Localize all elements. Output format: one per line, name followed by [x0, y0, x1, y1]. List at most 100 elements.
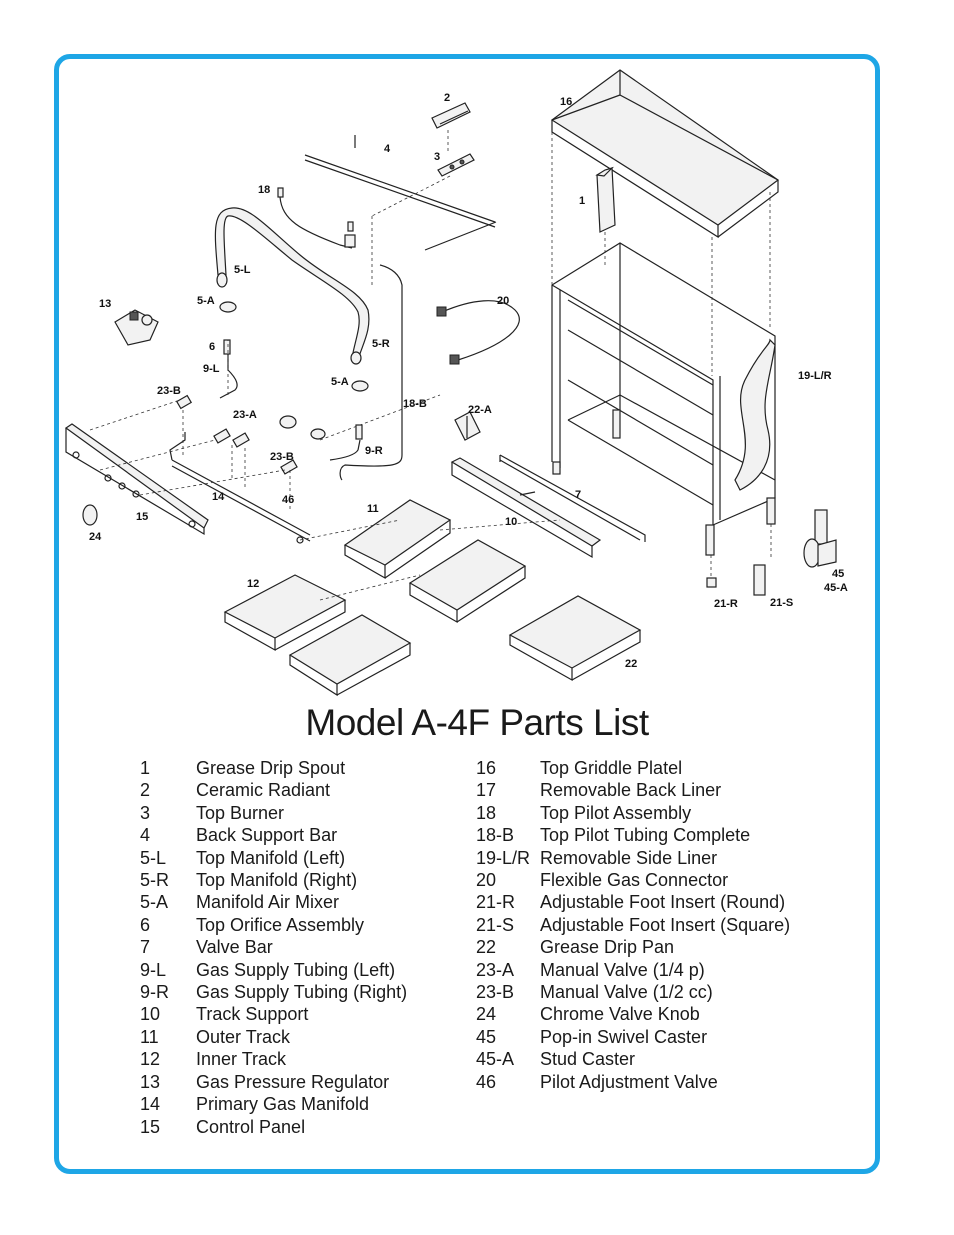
- callout-label: 21-S: [770, 597, 793, 609]
- part-number: 2: [140, 780, 151, 801]
- part-number: 11: [140, 1026, 159, 1047]
- part-number: 3: [140, 802, 151, 823]
- part-description: Top Manifold (Left): [196, 847, 346, 868]
- part-number: 17: [476, 780, 497, 801]
- callout-label: 10: [505, 516, 517, 528]
- exploded-parts-diagram: 2 16 4 3 18 1 5-L 20 13 5-A 5-R 6 9-L 19…: [64, 69, 848, 697]
- callout-label: 14: [212, 491, 225, 503]
- part-description: Manual Valve (1/2 cc): [540, 982, 713, 1003]
- part-number: 45: [476, 1026, 497, 1047]
- part-description: Pop-in Swivel Caster: [540, 1026, 708, 1047]
- callout-label: 24: [89, 531, 102, 543]
- part-number: 9-L: [140, 959, 167, 980]
- part-description: Chrome Valve Knob: [540, 1004, 700, 1025]
- part-number: 18: [476, 802, 497, 823]
- part-number: 21-S: [476, 914, 515, 935]
- callout-label: 15: [136, 511, 148, 523]
- callout-label: 1: [579, 195, 585, 207]
- list-item: 7 Valve Bar: [140, 936, 407, 958]
- list-item: 15 Control Panel: [140, 1116, 407, 1138]
- callout-label: 2: [444, 92, 450, 104]
- part-number: 15: [140, 1116, 161, 1137]
- part-number: 13: [140, 1071, 161, 1092]
- callout-label: 18-B: [403, 398, 427, 410]
- primary-gas-manifold-drawing: [169, 432, 311, 544]
- grease-drip-spout-drawing: [595, 166, 616, 233]
- grease-bracket-drawing: [454, 411, 481, 441]
- callout-label: 7: [575, 489, 581, 501]
- part-description: Manual Valve (1/4 p): [540, 959, 705, 980]
- part-number: 5-L: [140, 847, 167, 868]
- part-description: Manifold Air Mixer: [196, 892, 340, 913]
- part-description: Top Griddle Platel: [540, 758, 683, 778]
- list-item: 2 Ceramic Radiant: [140, 779, 407, 801]
- part-description: Control Panel: [196, 1116, 306, 1137]
- callout-label: 20: [497, 295, 509, 307]
- part-number: 4: [140, 825, 151, 846]
- chrome-valve-knob-drawing: [82, 504, 98, 526]
- part-description: Top Burner: [196, 802, 285, 823]
- valve-bar-drawing: [499, 454, 646, 542]
- part-description: Track Support: [196, 1004, 309, 1025]
- part-number: 9-R: [140, 982, 170, 1003]
- back-support-bar-drawing: [304, 135, 497, 251]
- callout-label: 9-R: [365, 445, 383, 457]
- inner-track-drawing: [223, 574, 412, 697]
- part-number: 24: [476, 1004, 497, 1025]
- list-item: 10 Track Support: [140, 1003, 407, 1025]
- callout-label: 4: [384, 143, 391, 155]
- callout-label: 11: [367, 503, 379, 515]
- list-item: 45 Pop-in Swivel Caster: [476, 1026, 790, 1048]
- ceramic-radiant-drawing: [431, 102, 471, 129]
- part-description: Flexible Gas Connector: [540, 870, 729, 891]
- callout-label: 21-R: [714, 598, 738, 610]
- part-description: Ceramic Radiant: [196, 780, 331, 801]
- manual-valve-drawing: [175, 394, 326, 475]
- callout-label: 22-A: [468, 404, 492, 416]
- gas-pressure-regulator-drawing: [114, 309, 159, 346]
- callout-label: 16: [560, 96, 572, 108]
- callout-label: 22: [625, 658, 637, 670]
- callout-label: 45-A: [824, 582, 848, 594]
- part-number: 10: [140, 1004, 161, 1025]
- top-manifold-drawing: [214, 207, 370, 365]
- part-number: 7: [140, 937, 151, 958]
- adjustable-foot-drawing: [706, 564, 766, 596]
- part-description: Valve Bar: [196, 937, 273, 958]
- part-number: 46: [476, 1071, 497, 1092]
- swivel-caster-drawing: [803, 509, 837, 568]
- griddle-plate-drawing: [550, 69, 780, 239]
- callout-label: 5-R: [372, 338, 390, 350]
- part-description: Primary Gas Manifold: [196, 1094, 370, 1115]
- part-number: 45-A: [476, 1049, 515, 1070]
- part-description: Top Manifold (Right): [196, 870, 358, 891]
- callout-label: 45: [832, 568, 844, 580]
- part-description: Top Orifice Assembly: [196, 914, 365, 935]
- top-pilot-drawing: [277, 187, 356, 249]
- page-title: Model A-4F Parts List: [305, 702, 649, 743]
- part-description: Removable Side Liner: [540, 847, 718, 868]
- part-number: 21-R: [476, 892, 516, 913]
- part-number: 18-B: [476, 825, 515, 846]
- callout-label: 3: [434, 151, 440, 163]
- callout-label: 23-A: [233, 409, 257, 421]
